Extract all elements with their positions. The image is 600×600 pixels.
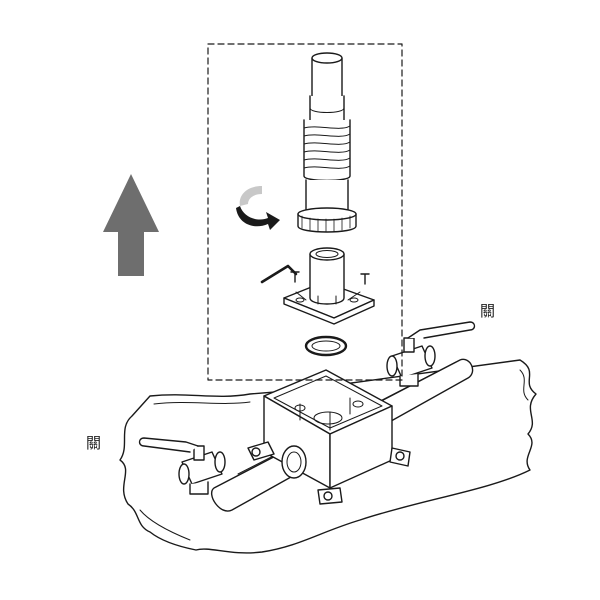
valve-left-label: 關 <box>86 434 102 452</box>
rotation-arrow-icon <box>236 186 280 230</box>
up-arrow-icon <box>103 174 159 276</box>
hex-key <box>260 264 298 284</box>
base-flange <box>283 247 375 325</box>
o-ring <box>304 335 348 357</box>
pipe-assembly <box>297 52 357 233</box>
valve-right-label: 關 <box>480 302 496 320</box>
valve-left <box>138 437 226 495</box>
junction-box <box>247 369 411 505</box>
exploded-view-outline <box>207 43 403 381</box>
